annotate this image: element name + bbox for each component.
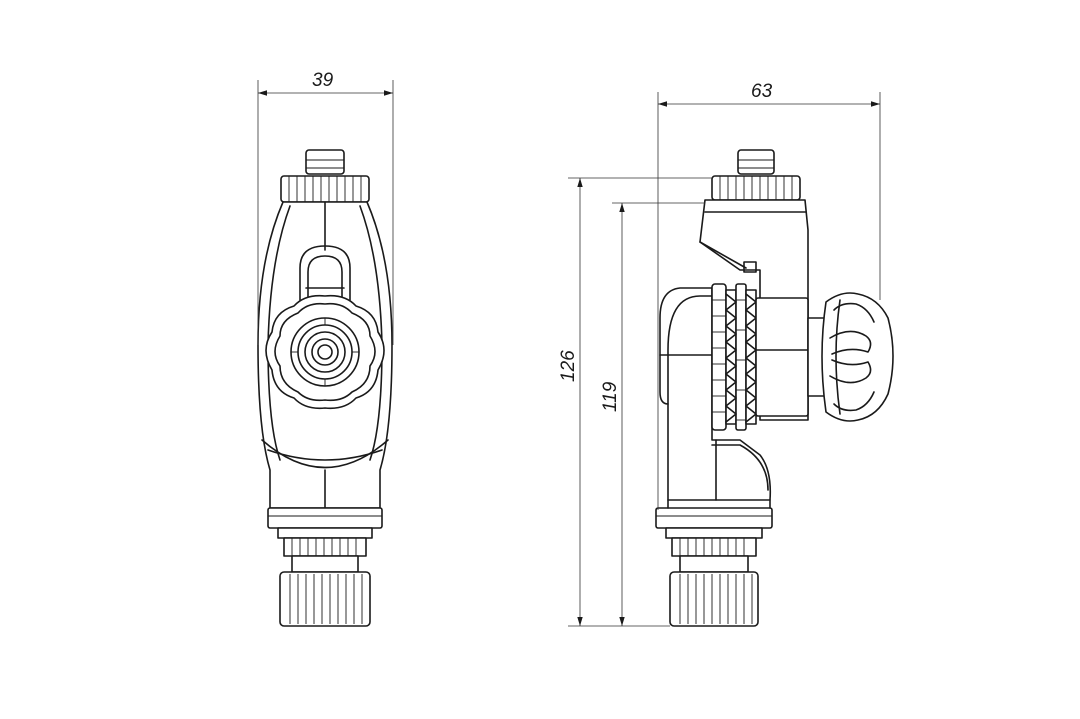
side-hinge-hub	[755, 297, 827, 417]
side-main-body	[659, 287, 772, 501]
dimension-front-width: 39	[257, 70, 394, 345]
front-bottom-collar	[267, 507, 383, 573]
side-top-nut	[711, 175, 801, 201]
dimension-inner-height: 119	[600, 202, 705, 626]
front-bottom-fitting	[279, 571, 371, 627]
dimension-label-39: 39	[312, 70, 334, 91]
front-star-knob	[265, 294, 385, 410]
side-view	[655, 149, 894, 627]
dimension-label-119: 119	[600, 381, 621, 412]
front-view	[257, 149, 393, 627]
side-adjust-knob	[821, 292, 894, 422]
side-bottom-fitting	[669, 571, 759, 627]
dimension-label-63: 63	[751, 81, 773, 102]
dimension-overall-height: 126	[558, 177, 712, 627]
front-top-nut	[280, 175, 370, 203]
dimension-label-126: 126	[558, 350, 579, 382]
dimension-side-width: 63	[657, 81, 881, 510]
side-hinge-disks	[711, 283, 757, 431]
front-top-screw	[305, 149, 345, 175]
side-top-screw	[737, 149, 775, 175]
side-bottom-collar	[655, 499, 773, 573]
